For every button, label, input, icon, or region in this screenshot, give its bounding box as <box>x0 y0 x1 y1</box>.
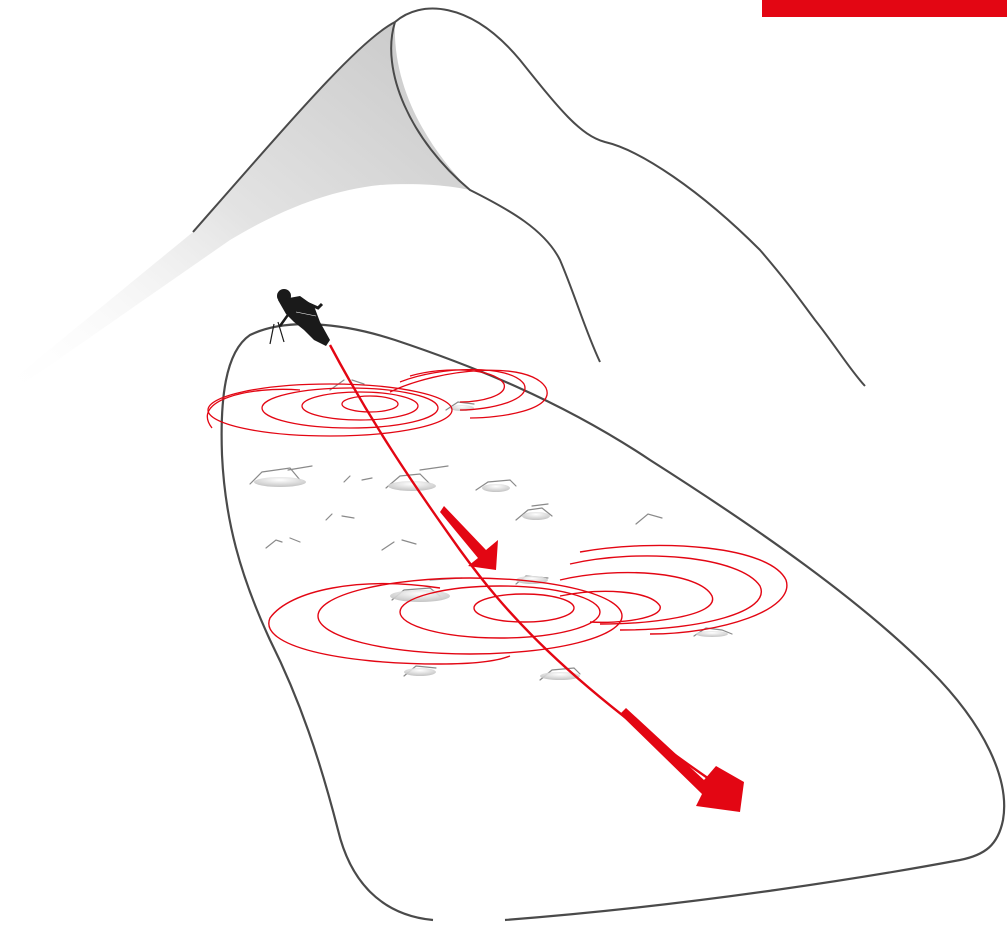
mountain-outline <box>395 9 865 386</box>
debris-shadow <box>254 477 306 487</box>
debris-shadow <box>522 512 550 520</box>
mountain-inner-fold <box>391 22 600 362</box>
debris-shadow <box>482 484 510 492</box>
debris-shadow <box>696 631 728 637</box>
debris-shadow <box>404 668 436 676</box>
